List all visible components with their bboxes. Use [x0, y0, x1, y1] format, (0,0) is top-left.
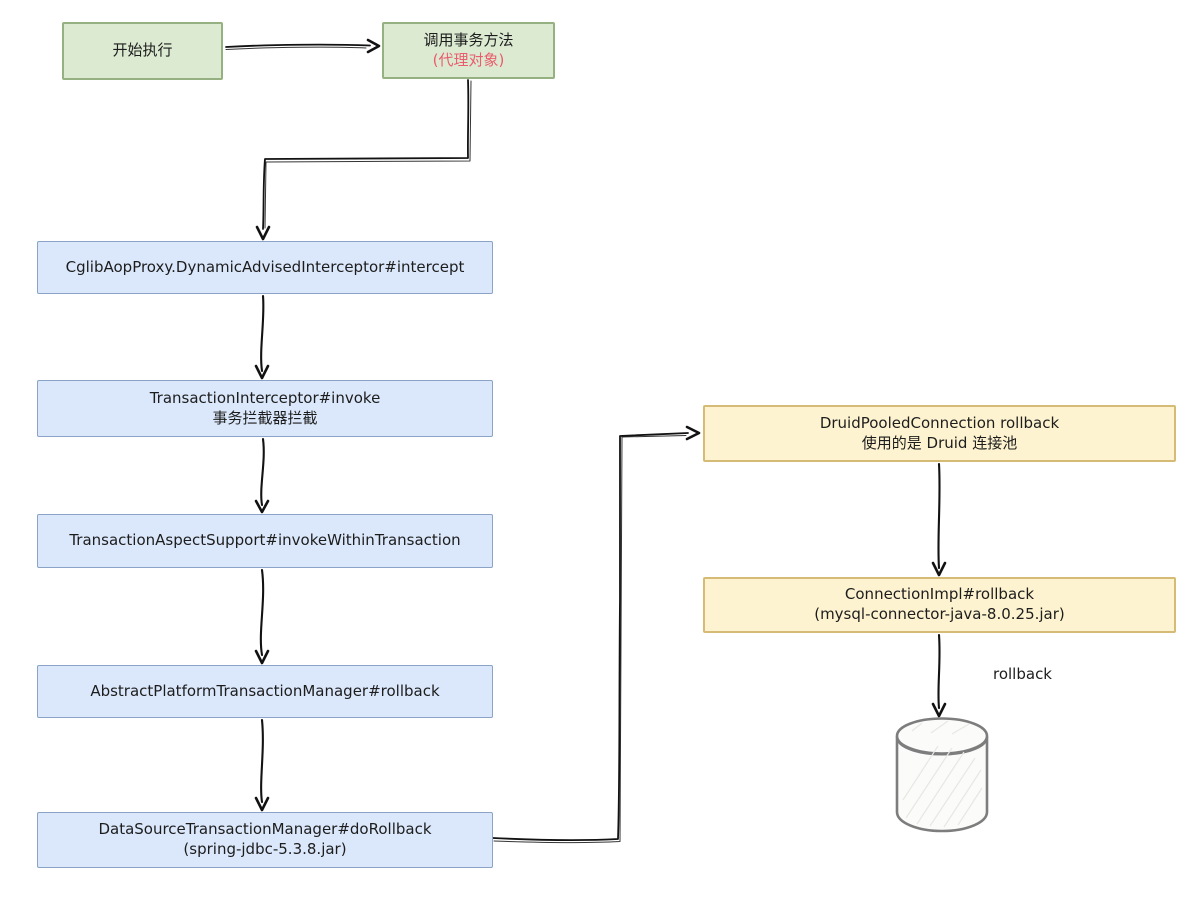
- arrowhead-down-connection: [931, 561, 947, 577]
- node-druid-sublabel: 使用的是 Druid 连接池: [861, 433, 1018, 452]
- arrowhead-down-database: [931, 702, 947, 718]
- node-abstract-platform-transaction-manager: AbstractPlatformTransactionManager#rollb…: [37, 665, 493, 718]
- node-transaction-interceptor: TransactionInterceptor#invoke 事务拦截器拦截: [37, 380, 493, 437]
- node-connection-sublabel: (mysql-connector-java-8.0.25.jar): [814, 605, 1065, 623]
- arrow-start-to-proxy: [225, 43, 371, 48]
- database-cylinder-icon: [895, 717, 989, 833]
- arrowhead-down-cglib: [255, 225, 271, 241]
- arrowhead-down-datasource: [254, 796, 270, 812]
- rollback-edge-label: rollback: [993, 665, 1052, 683]
- node-interceptor-sublabel: 事务拦截器拦截: [212, 408, 318, 427]
- node-interceptor-label: TransactionInterceptor#invoke: [149, 388, 381, 407]
- arrow-interceptor-to-aspect: [260, 437, 265, 507]
- node-proxy-label: 调用事务方法: [423, 30, 514, 49]
- cylinder-hatch-lines: [902, 720, 983, 828]
- node-start: 开始执行: [62, 22, 223, 80]
- node-druid-label: DruidPooledConnection rollback: [819, 413, 1060, 432]
- arrow-cglib-to-interceptor: [260, 294, 265, 373]
- arrow-abstract-to-datasource: [260, 718, 264, 804]
- arrowhead-right-proxy: [366, 38, 381, 54]
- node-aspect-label: TransactionAspectSupport#invokeWithinTra…: [69, 531, 461, 550]
- node-datasource-sublabel: (spring-jdbc-5.3.8.jar): [183, 840, 347, 858]
- node-proxy-sublabel: (代理对象): [432, 50, 505, 69]
- arrow-proxy-to-cglib-sketch: [264, 80, 472, 229]
- arrow-aspect-to-abstract: [259, 568, 265, 657]
- node-abstract-label: AbstractPlatformTransactionManager#rollb…: [90, 681, 440, 700]
- arrowhead-down-aspect: [254, 499, 270, 514]
- arrow-datasource-to-druid-sketch: [493, 435, 687, 844]
- arrow-druid-to-connection: [937, 462, 941, 570]
- node-start-label: 开始执行: [112, 41, 173, 60]
- node-cglib-label: CglibAopProxy.DynamicAdvisedInterceptor#…: [65, 257, 465, 276]
- arrow-proxy-to-cglib: [262, 79, 470, 230]
- node-cglib-intercept: CglibAopProxy.DynamicAdvisedInterceptor#…: [37, 241, 493, 294]
- arrow-connection-to-database: [937, 633, 941, 710]
- node-connection-impl: ConnectionImpl#rollback (mysql-connector…: [703, 577, 1176, 633]
- node-datasource-label: DataSourceTransactionManager#doRollback: [98, 820, 432, 839]
- arrowhead-down-interceptor: [254, 364, 270, 380]
- arrow-start-to-proxy-sketch: [225, 46, 367, 50]
- arrow-datasource-to-druid: [492, 432, 689, 841]
- node-druid-pooled-connection: DruidPooledConnection rollback 使用的是 Drui…: [703, 405, 1176, 462]
- node-datasource-transaction-manager: DataSourceTransactionManager#doRollback …: [37, 812, 493, 868]
- node-call-transaction-method: 调用事务方法 (代理对象): [382, 22, 555, 79]
- arrowhead-down-abstract: [254, 649, 270, 665]
- node-connection-label: ConnectionImpl#rollback: [844, 585, 1035, 604]
- arrowhead-right-druid: [685, 425, 701, 441]
- node-transaction-aspect-support: TransactionAspectSupport#invokeWithinTra…: [37, 514, 493, 568]
